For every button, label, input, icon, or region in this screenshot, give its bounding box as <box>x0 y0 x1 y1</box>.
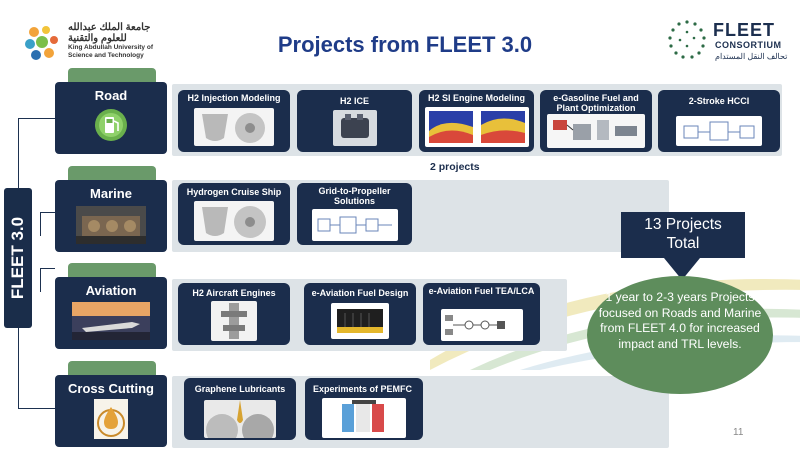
fleet-mark-icon <box>668 20 706 59</box>
schematic-image <box>676 116 762 146</box>
fleet-consortium-logo: FLEET CONSORTIUM تحالف النقل المستدام <box>665 18 795 68</box>
kaust-english-name: King Abdullah University of Science and … <box>68 44 178 60</box>
total-projects-text: 13 Projects Total <box>621 215 745 253</box>
bracket-line-aviation <box>40 268 41 292</box>
kaust-english-line2: Science and Technology <box>68 52 144 59</box>
bracket-tick-marine <box>40 212 55 213</box>
engine-part-image <box>211 301 257 341</box>
gears-image <box>204 400 276 438</box>
category-aviation[interactable]: Aviation <box>55 277 167 349</box>
cross-cutting-tab <box>68 361 156 375</box>
kaust-logo: جامعة الملك عبدالله للعلوم والتقنية King… <box>22 20 172 70</box>
kaust-english-line1: King Abdullah University of <box>68 44 153 51</box>
schematic-image <box>311 209 398 241</box>
bracket-line-bottom <box>18 328 19 408</box>
project-label: Graphene Lubricants <box>194 384 286 394</box>
kaust-mark-icon <box>25 26 58 60</box>
project-label: e-Aviation Fuel Design <box>311 288 409 298</box>
marine-tab <box>68 166 156 180</box>
oil-drop-icon <box>94 399 128 439</box>
summary-text: 1 year to 2-3 years Projects focused on … <box>598 290 762 351</box>
kaust-arabic-name: جامعة الملك عبدالله للعلوم والتقنية <box>68 22 151 44</box>
project-label: H2 SI Engine Modeling <box>427 93 525 103</box>
project-label: Experiments of PEMFC <box>313 384 413 394</box>
project-label: 2-Stroke HCCI <box>688 96 750 106</box>
category-road[interactable]: Road <box>55 82 167 154</box>
bracket-line-marine <box>40 212 41 236</box>
process-flow-image <box>440 309 523 341</box>
engine-image <box>332 110 377 146</box>
project-label: e-Gasoline Fuel and Plant Optimization <box>553 93 639 113</box>
page-number: 11 <box>733 427 744 438</box>
fleet-arabic-name: تحالف النقل المستدام <box>715 52 788 61</box>
fuel-pump-icon <box>95 109 127 141</box>
bracket-tick-aviation <box>40 268 55 269</box>
injector-model-image <box>194 201 274 241</box>
summary-ellipse: 1 year to 2-3 years Projects focused on … <box>587 276 773 394</box>
aviation-tab <box>68 263 156 277</box>
ship-engine-image <box>76 206 146 244</box>
category-marine[interactable]: Marine <box>55 180 167 252</box>
project-h2-injection-modeling[interactable]: H2 Injection Modeling <box>178 90 290 152</box>
project-label: H2 Injection Modeling <box>187 93 281 103</box>
bracket-tick-cross <box>18 408 55 409</box>
category-cross-cutting[interactable]: Cross Cutting <box>55 375 167 447</box>
aircraft-image <box>72 302 150 340</box>
project-hydrogen-cruise-ship[interactable]: Hydrogen Cruise Ship <box>178 183 290 245</box>
project-h2-ice[interactable]: H2 ICE <box>297 90 412 152</box>
fuel-unit-image <box>331 303 389 339</box>
category-aviation-label: Aviation <box>85 283 137 298</box>
injector-model-image <box>194 108 274 146</box>
bracket-line-top <box>18 118 19 188</box>
road-projects-note: 2 projects <box>430 161 480 173</box>
project-label: H2 Aircraft Engines <box>192 288 276 298</box>
project-2-stroke-hcci[interactable]: 2-Stroke HCCI <box>658 90 780 152</box>
project-e-aviation-fuel-design[interactable]: e-Aviation Fuel Design <box>304 283 416 345</box>
category-road-label: Road <box>94 88 128 103</box>
callout-arrow-down-icon <box>664 258 700 280</box>
project-grid-to-propeller[interactable]: Grid-to-Propeller Solutions <box>297 183 412 245</box>
fleet-consortium-label: CONSORTIUM <box>715 40 782 50</box>
project-h2-si-engine-modeling[interactable]: H2 SI Engine Modeling <box>419 90 534 152</box>
page-title: Projects from FLEET 3.0 <box>277 32 533 57</box>
bracket-tick-road <box>18 118 55 119</box>
total-projects-callout: 13 Projects Total <box>621 212 745 258</box>
road-tab <box>68 68 156 82</box>
project-label: Hydrogen Cruise Ship <box>186 187 282 197</box>
project-h2-aircraft-engines[interactable]: H2 Aircraft Engines <box>178 283 290 345</box>
project-label: e-Aviation Fuel TEA/LCA <box>428 286 535 296</box>
project-label: H2 ICE <box>339 96 369 106</box>
project-graphene-lubricants[interactable]: Graphene Lubricants <box>184 378 296 440</box>
project-e-aviation-fuel-tea-lca[interactable]: e-Aviation Fuel TEA/LCA <box>423 283 540 345</box>
fleet-3-label: FLEET 3.0 <box>4 188 32 328</box>
fleet-3-text: FLEET 3.0 <box>8 216 27 300</box>
category-marine-label: Marine <box>90 186 132 201</box>
total-projects-line2: Total <box>666 235 700 252</box>
project-e-gasoline-fuel[interactable]: e-Gasoline Fuel and Plant Optimization <box>540 90 652 152</box>
project-experiments-of-pemfc[interactable]: Experiments of PEMFC <box>305 378 423 440</box>
project-label: Grid-to-Propeller Solutions <box>318 186 391 206</box>
total-projects-line1: 13 Projects <box>644 216 722 233</box>
fuel-cell-diagram-image <box>322 398 406 438</box>
plant-diagram-image <box>547 114 645 148</box>
category-cross-cutting-label: Cross Cutting <box>68 381 154 396</box>
fleet-name: FLEET <box>713 20 775 40</box>
simulation-contour-image <box>424 107 529 147</box>
